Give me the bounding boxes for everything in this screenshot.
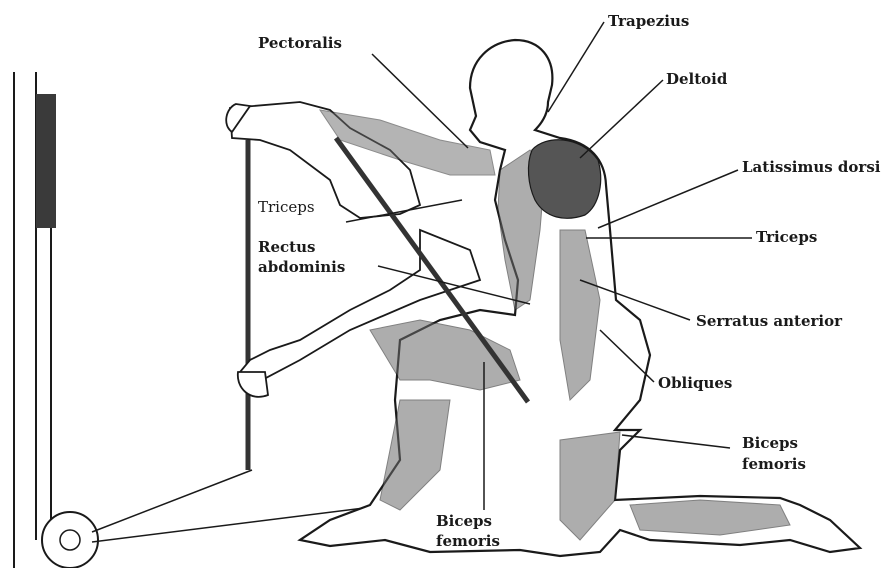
cable — [92, 470, 252, 532]
weight-stack — [36, 94, 56, 228]
label-obliques: Obliques — [658, 374, 732, 392]
label-pectoralis: Pectoralis — [258, 34, 342, 52]
deltoid-muscle — [528, 140, 600, 218]
label-serratus-anterior: Serratus anterior — [696, 312, 842, 330]
label-biceps-femoris-right-line2: femoris — [742, 455, 806, 473]
label-rectus-line1: Rectus — [258, 238, 315, 256]
label-biceps-femoris-bottom-line2: femoris — [436, 532, 500, 550]
label-trapezius: Trapezius — [608, 12, 689, 30]
label-biceps-femoris-bottom-line1: Biceps — [436, 512, 492, 530]
label-triceps-left: Triceps — [258, 198, 315, 216]
label-rectus-line2: abdominis — [258, 258, 345, 276]
label-biceps-femoris-right-line1: Biceps — [742, 434, 798, 452]
label-deltoid: Deltoid — [666, 70, 727, 88]
pulley-wheel — [42, 512, 98, 568]
label-latissimus-dorsi: Latissimus dorsi — [742, 158, 880, 176]
label-triceps-right: Triceps — [756, 228, 817, 246]
